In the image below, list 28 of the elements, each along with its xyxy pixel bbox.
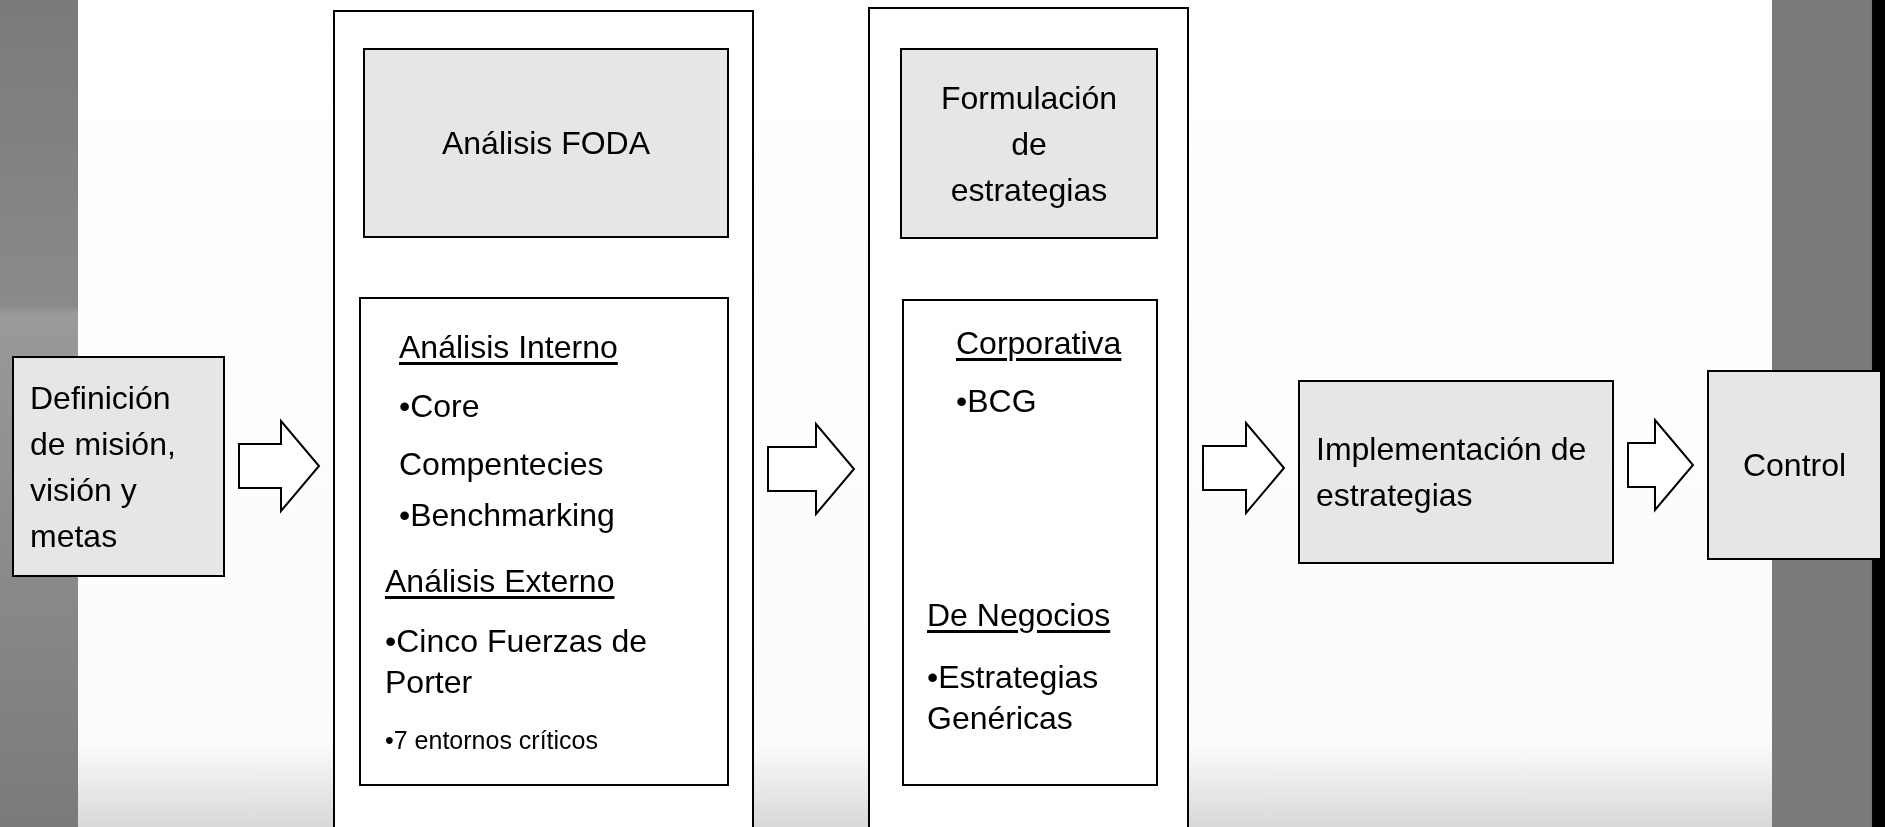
process-box	[359, 297, 729, 786]
node-label: Implementación de estrategias	[1316, 430, 1588, 515]
bullet-item: •Benchmarking	[399, 496, 616, 535]
block-arrow	[1627, 417, 1695, 513]
process-box	[900, 48, 1158, 239]
node-label: Definición de misión, visión y metas	[30, 378, 177, 556]
block-arrow	[238, 418, 321, 514]
section-heading: Corporativa	[956, 324, 1123, 363]
process-box	[1707, 370, 1882, 560]
bullet-item: •Cinco Fuerzas de Porter	[385, 622, 648, 702]
process-box	[363, 48, 729, 238]
bullet-item: •Estrategias Genéricas	[927, 658, 1100, 738]
section-heading: Análisis Interno	[399, 328, 619, 367]
process-box	[1298, 380, 1614, 564]
bullet-item: •7 entornos críticos	[385, 725, 599, 755]
node-label: Análisis FODA	[441, 124, 650, 163]
bullet-item: •Core Compentecies	[399, 387, 605, 484]
section-heading: Análisis Externo	[385, 562, 616, 601]
process-box	[902, 299, 1158, 786]
block-arrow	[767, 421, 856, 517]
process-box	[12, 356, 225, 577]
block-arrow	[1202, 420, 1286, 516]
bullet-item: •BCG	[956, 382, 1038, 421]
node-label: Control	[1742, 446, 1847, 485]
node-label: Formulación de estrategias	[940, 78, 1118, 210]
stage-container	[333, 10, 754, 827]
section-heading: De Negocios	[927, 596, 1112, 635]
stage-container	[868, 7, 1189, 827]
